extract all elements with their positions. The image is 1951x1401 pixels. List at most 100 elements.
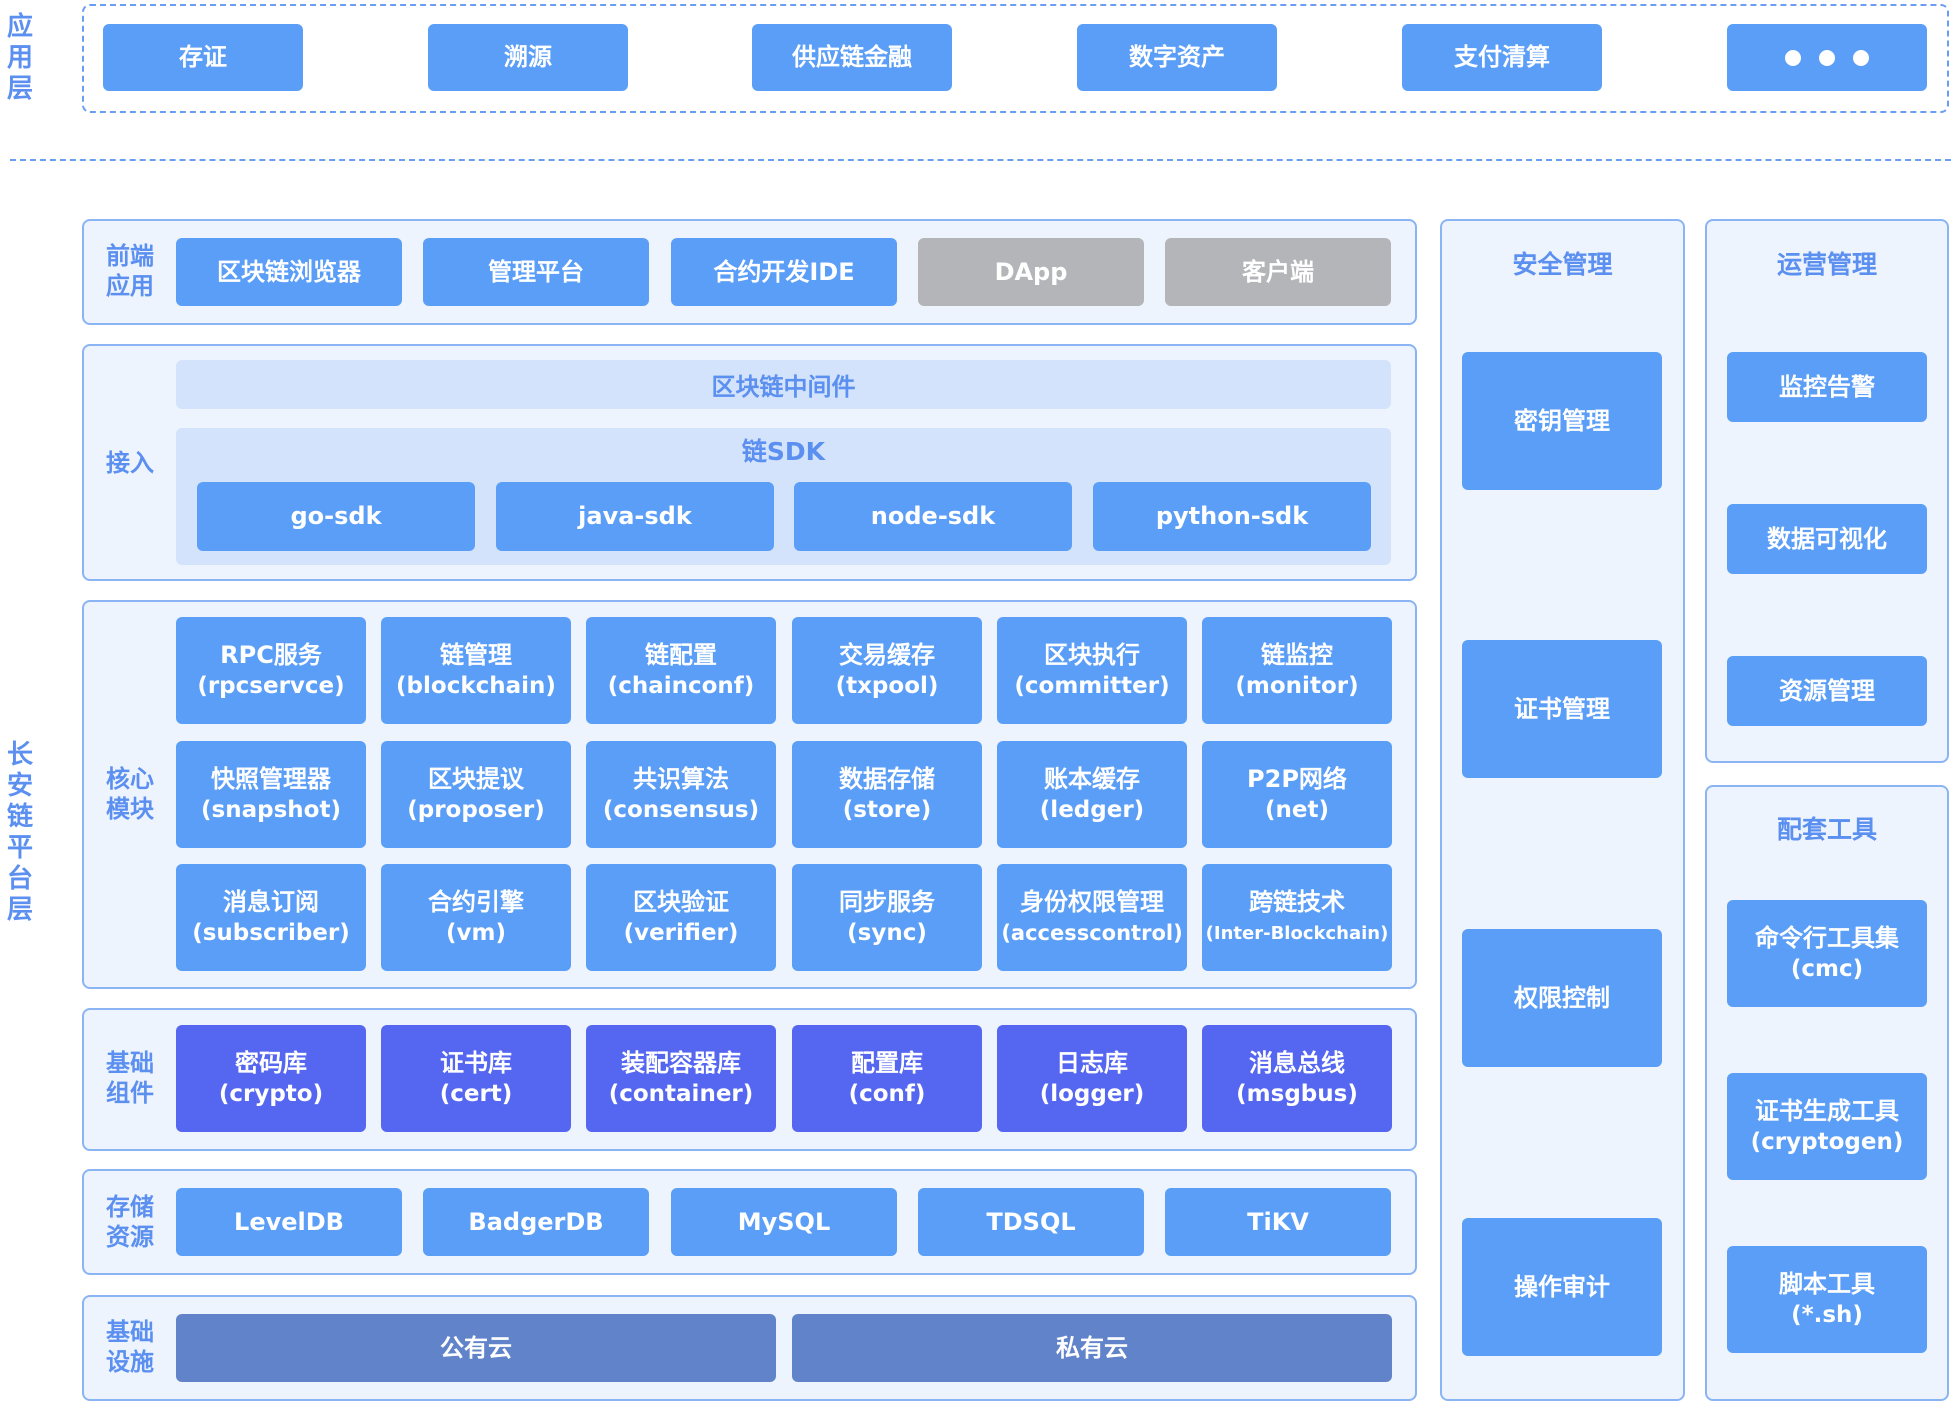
component-msgbus[interactable]: 消息总线(msgbus) <box>1202 1025 1392 1132</box>
layer-divider <box>10 159 1951 161</box>
app-layer-label: 应用层 <box>6 12 33 104</box>
base-components-label: 基础组件 <box>106 1049 154 1107</box>
storage-item-leveldb[interactable]: LevelDB <box>176 1188 402 1256</box>
component-container[interactable]: 装配容器库(container) <box>586 1025 776 1132</box>
security-item-audit[interactable]: 操作审计 <box>1462 1218 1662 1356</box>
core-module[interactable]: 链配置(chainconf) <box>586 617 776 724</box>
frontend-item-3[interactable]: 合约开发IDE <box>671 238 897 306</box>
core-module[interactable]: 区块验证 (verifier) <box>586 864 776 971</box>
core-module-code: (blockchain) <box>396 672 556 699</box>
core-module[interactable]: 数据存储(store) <box>792 741 982 848</box>
core-module-name: 链管理 <box>440 640 512 669</box>
core-module-code: (sync) <box>847 919 927 946</box>
tool-code: (cryptogen) <box>1750 1128 1904 1155</box>
core-module-name: 区块验证 <box>633 887 729 916</box>
tools-title: 配套工具 <box>1776 815 1877 844</box>
component-crypto[interactable]: 密码库(crypto) <box>176 1025 366 1132</box>
core-module[interactable]: 链管理 (blockchain) <box>381 617 571 724</box>
core-module[interactable]: 消息订阅 (subscriber) <box>176 864 366 971</box>
security-item-permission[interactable]: 权限控制 <box>1462 929 1662 1067</box>
core-module[interactable]: 身份权限管理 (accesscontrol) <box>997 864 1187 971</box>
core-module-code: (ledger) <box>1039 796 1145 823</box>
core-module[interactable]: 同步服务 (sync) <box>792 864 982 971</box>
app-layer-box <box>82 4 1949 113</box>
app-item-5[interactable]: 支付清算 <box>1402 24 1602 91</box>
core-module-code: (verifier) <box>623 919 739 946</box>
core-module-name: 消息订阅 <box>223 887 319 916</box>
core-module-name: 账本缓存 <box>1044 764 1140 793</box>
platform-layer-label: 长安链平台层 <box>6 740 33 925</box>
component-conf[interactable]: 配置库(conf) <box>792 1025 982 1132</box>
security-item-cert[interactable]: 证书管理 <box>1462 640 1662 778</box>
core-module-name: 跨链技术 <box>1249 887 1345 916</box>
core-module[interactable]: 区块提议 (proposer) <box>381 741 571 848</box>
core-module-name: 快照管理器 <box>211 764 331 793</box>
tool-cryptogen[interactable]: 证书生成工具 (cryptogen) <box>1727 1073 1927 1180</box>
tool-name: 脚本工具 <box>1779 1269 1875 1298</box>
core-module-name: 数据存储 <box>839 764 935 793</box>
core-module[interactable]: 账本缓存 (ledger) <box>997 741 1187 848</box>
component-code: (container) <box>608 1080 754 1107</box>
core-module-code: (snapshot) <box>201 796 341 823</box>
core-module-name: 区块执行 <box>1044 640 1140 669</box>
core-module-name: 身份权限管理 <box>1020 887 1164 916</box>
app-item-1[interactable]: 存证 <box>103 24 303 91</box>
core-module[interactable]: 合约引擎(vm) <box>381 864 571 971</box>
security-item-key[interactable]: 密钥管理 <box>1462 352 1662 490</box>
sdk-item-node[interactable]: node-sdk <box>794 482 1072 551</box>
core-module-code: (proposer) <box>407 796 545 823</box>
core-module[interactable]: 交易缓存(txpool) <box>792 617 982 724</box>
component-logger[interactable]: 日志库 (logger) <box>997 1025 1187 1132</box>
core-module-name: 同步服务 <box>839 887 935 916</box>
core-module[interactable]: 跨链技术 (Inter-Blockchain) <box>1202 864 1392 971</box>
frontend-item-2[interactable]: 管理平台 <box>423 238 649 306</box>
core-module[interactable]: 链监控 (monitor) <box>1202 617 1392 724</box>
core-module-code: (accesscontrol) <box>1001 920 1183 945</box>
component-code: (msgbus) <box>1236 1080 1358 1107</box>
core-module[interactable]: RPC服务 (rpcservce) <box>176 617 366 724</box>
app-item-3[interactable]: 供应链金融 <box>752 24 952 91</box>
operations-item-visualization[interactable]: 数据可视化 <box>1727 504 1927 574</box>
core-module-code: (chainconf) <box>607 672 755 699</box>
middleware-bar: 区块链中间件 <box>176 360 1391 409</box>
component-code: (logger) <box>1039 1080 1145 1107</box>
storage-item-mysql[interactable]: MySQL <box>671 1188 897 1256</box>
core-module-name: 区块提议 <box>428 764 524 793</box>
core-module[interactable]: 共识算法(consensus) <box>586 741 776 848</box>
core-module-code: (vm) <box>446 919 506 946</box>
tool-name: 命令行工具集 <box>1755 923 1899 952</box>
frontend-item-1[interactable]: 区块链浏览器 <box>176 238 402 306</box>
infra-public-cloud[interactable]: 公有云 <box>176 1314 776 1382</box>
core-module-code: (Inter-Blockchain) <box>1205 922 1389 944</box>
tool-name: 证书生成工具 <box>1755 1096 1899 1125</box>
infra-private-cloud[interactable]: 私有云 <box>792 1314 1392 1382</box>
storage-item-tdsql[interactable]: TDSQL <box>918 1188 1144 1256</box>
tool-cmc[interactable]: 命令行工具集(cmc) <box>1727 900 1927 1007</box>
storage-label: 存储资源 <box>106 1193 154 1251</box>
frontend-item-4[interactable]: DApp <box>918 238 1144 306</box>
storage-item-badgerdb[interactable]: BadgerDB <box>423 1188 649 1256</box>
core-label: 核心模块 <box>106 765 154 823</box>
tool-scripts[interactable]: 脚本工具(*.sh) <box>1727 1246 1927 1353</box>
core-module-name: 链监控 <box>1261 640 1333 669</box>
storage-item-tikv[interactable]: TiKV <box>1165 1188 1391 1256</box>
core-module[interactable]: 区块执行(committer) <box>997 617 1187 724</box>
app-item-2[interactable]: 溯源 <box>428 24 628 91</box>
core-module[interactable]: 快照管理器 (snapshot) <box>176 741 366 848</box>
operations-item-monitor[interactable]: 监控告警 <box>1727 352 1927 422</box>
sdk-item-python[interactable]: python-sdk <box>1093 482 1371 551</box>
app-item-4[interactable]: 数字资产 <box>1077 24 1277 91</box>
operations-item-resource[interactable]: 资源管理 <box>1727 656 1927 726</box>
core-module-code: (rpcservce) <box>197 672 345 699</box>
core-module-name: RPC服务 <box>220 640 322 669</box>
app-item-more[interactable] <box>1727 24 1927 91</box>
sdk-item-go[interactable]: go-sdk <box>197 482 475 551</box>
component-name: 日志库 <box>1056 1048 1128 1077</box>
core-module[interactable]: P2P网络(net) <box>1202 741 1392 848</box>
core-module-code: (monitor) <box>1235 672 1359 699</box>
core-module-code: (subscriber) <box>192 919 350 946</box>
component-cert[interactable]: 证书库(cert) <box>381 1025 571 1132</box>
sdk-item-java[interactable]: java-sdk <box>496 482 774 551</box>
component-code: (crypto) <box>218 1080 324 1107</box>
frontend-item-5[interactable]: 客户端 <box>1165 238 1391 306</box>
